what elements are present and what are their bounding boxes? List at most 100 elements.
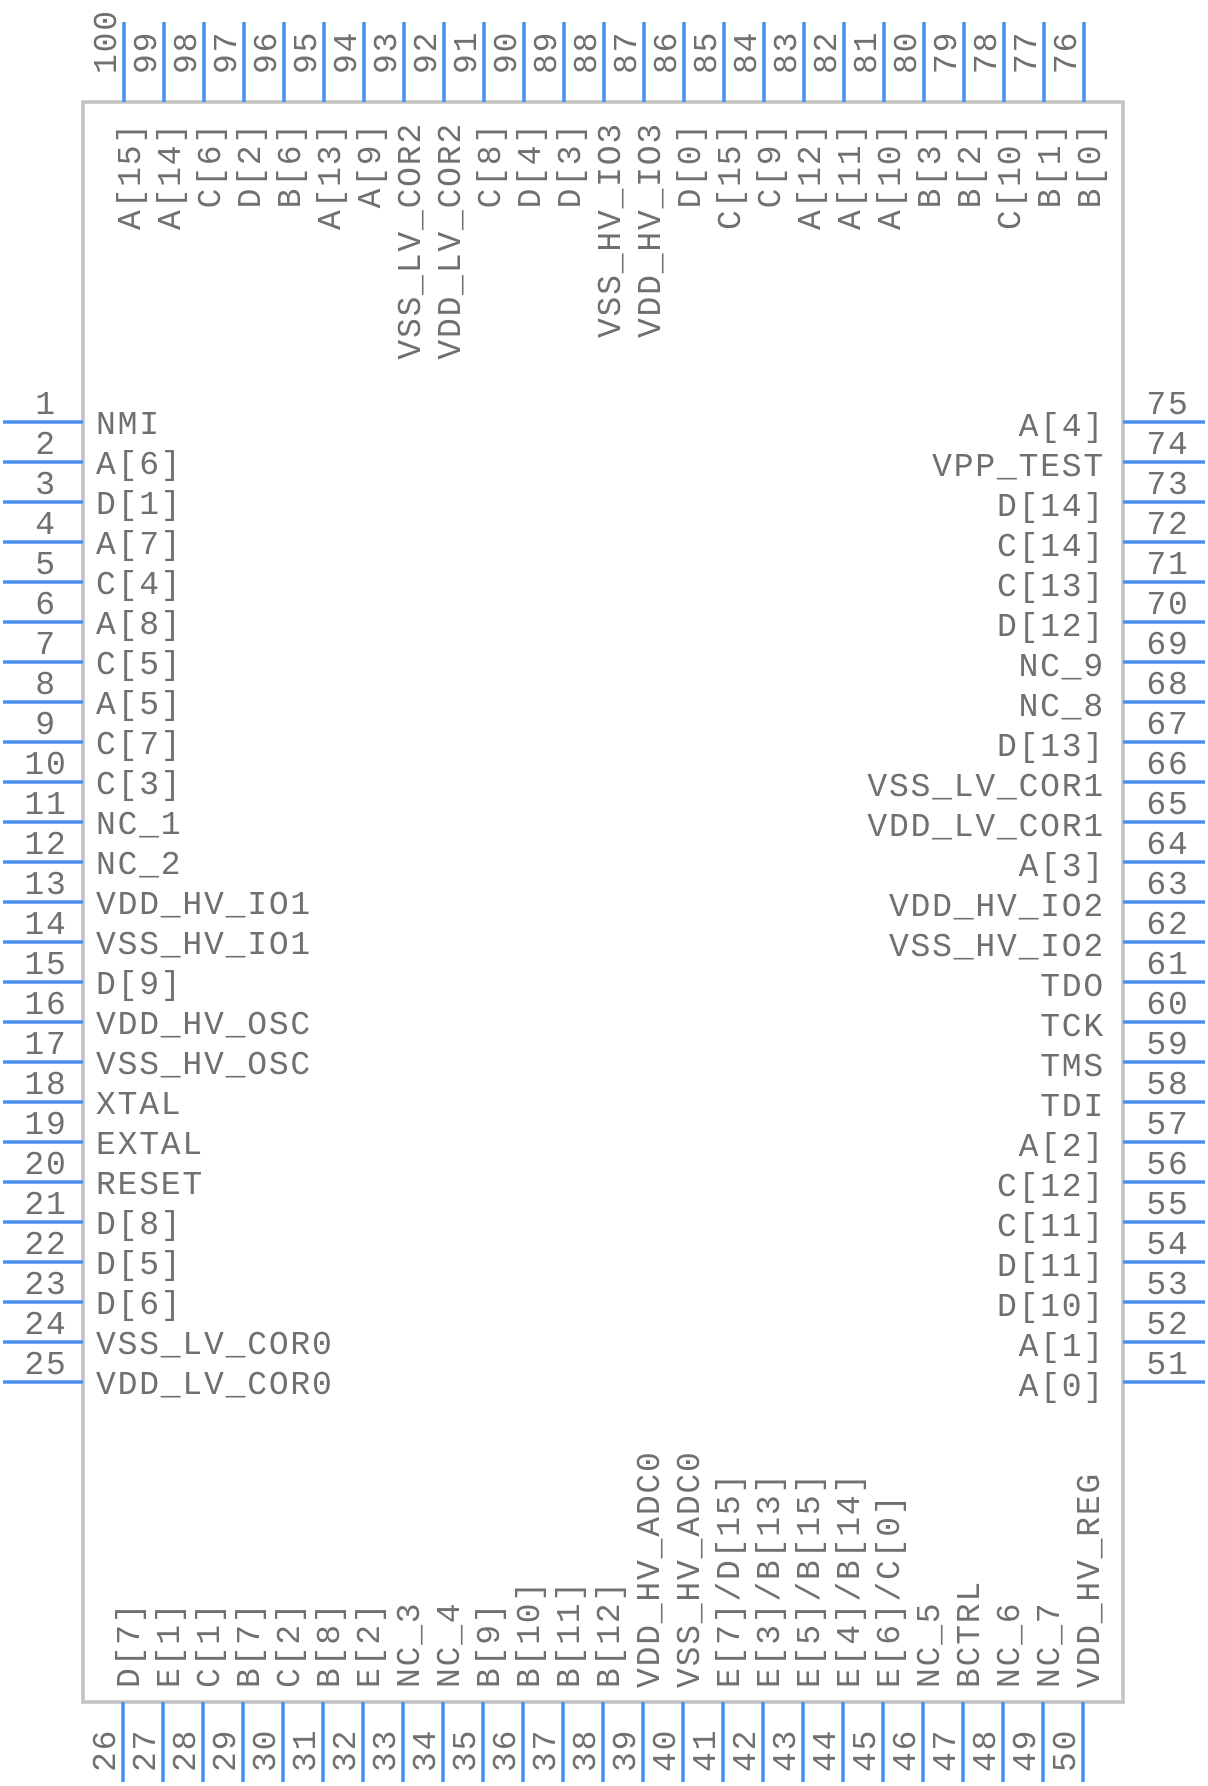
pin-number: 87 <box>609 31 646 74</box>
pin-81: 81A[10] <box>849 22 910 230</box>
pin-name-d-11: D[11] <box>997 1249 1105 1286</box>
bottom-pin-group: 26D[7]27E[1]28C[1]29B[7]30C[2]31B[8]32E[… <box>88 1450 1109 1782</box>
pin-2: 2A[6] <box>3 427 181 484</box>
left-pin-group: 1NMI2A[6]3D[1]4A[7]5C[4]6A[8]7C[5]8A[5]9… <box>3 387 334 1404</box>
pin-name-c-5: C[5] <box>96 647 182 684</box>
pin-name-c-15: C[15] <box>713 122 750 230</box>
pin-number: 30 <box>248 1729 285 1772</box>
pin-name-vdd-hv-osc: VDD_HV_OSC <box>96 1007 312 1044</box>
pin-55: 55C[11] <box>997 1187 1205 1246</box>
pin-85: 85C[15] <box>689 22 750 230</box>
pin-name-a-15: A[15] <box>113 122 150 230</box>
pin-name-d-10: D[10] <box>997 1289 1105 1326</box>
pin-37: 37B[11] <box>528 1580 589 1782</box>
pin-number: 40 <box>648 1729 685 1772</box>
pin-name-d-4: D[4] <box>513 122 550 208</box>
pin-number: 95 <box>289 31 326 74</box>
pin-name-d-14: D[14] <box>997 489 1105 526</box>
pin-name-a-10: A[10] <box>873 122 910 230</box>
pin-number: 55 <box>1146 1187 1189 1224</box>
pin-name-c-7: C[7] <box>96 727 182 764</box>
pin-name-b-0: B[0] <box>1073 122 1110 208</box>
pin-45: 45E[6]/C[0] <box>848 1494 909 1782</box>
pin-number: 71 <box>1146 547 1189 584</box>
pin-number: 64 <box>1146 827 1189 864</box>
pin-name-c-8: C[8] <box>473 122 510 208</box>
pin-82: 82A[11] <box>809 22 870 230</box>
pin-57: 57A[2] <box>1019 1107 1205 1166</box>
pin-name-vss-lv-cor1: VSS_LV_COR1 <box>867 769 1105 806</box>
pin-number: 77 <box>1009 31 1046 74</box>
pin-76: 76B[0] <box>1049 22 1110 208</box>
pin-78: 78C[10] <box>969 22 1030 230</box>
pin-86: 86D[0] <box>649 22 710 208</box>
pin-53: 53D[10] <box>997 1267 1205 1326</box>
pin-number: 44 <box>808 1729 845 1772</box>
pin-name-nc-8: NC_8 <box>1019 689 1105 726</box>
pin-name-d-8: D[8] <box>96 1207 182 1244</box>
pin-name-d-9: D[9] <box>96 967 182 1004</box>
pin-number: 96 <box>249 31 286 74</box>
pin-name-a-1: A[1] <box>1019 1329 1105 1366</box>
pin-51: 51A[0] <box>1019 1347 1205 1406</box>
pin-number: 75 <box>1146 387 1189 424</box>
pin-number: 73 <box>1146 467 1189 504</box>
pin-number: 90 <box>489 31 526 74</box>
pin-number: 29 <box>208 1729 245 1772</box>
pin-number: 52 <box>1146 1307 1189 1344</box>
pin-name-e-4-b-14: E[4]/B[14] <box>832 1472 869 1688</box>
pin-number: 33 <box>368 1729 405 1772</box>
pin-name-c-1: C[1] <box>192 1602 229 1688</box>
pin-name-c-13: C[13] <box>997 569 1105 606</box>
pin-name-nc-3: NC_3 <box>392 1602 429 1688</box>
pin-name-vdd-hv-io3: VDD_HV_IO3 <box>633 122 670 338</box>
pin-number: 18 <box>24 1067 67 1104</box>
pin-number: 72 <box>1146 507 1189 544</box>
pin-number: 67 <box>1146 707 1189 744</box>
pin-name-e-5-b-15: E[5]/B[15] <box>792 1472 829 1688</box>
pin-name-vss-hv-osc: VSS_HV_OSC <box>96 1047 312 1084</box>
pin-name-e-2: E[2] <box>352 1602 389 1688</box>
pin-number: 66 <box>1146 747 1189 784</box>
pin-number: 82 <box>809 31 846 74</box>
pin-number: 24 <box>24 1307 67 1344</box>
pin-number: 25 <box>24 1347 67 1384</box>
pin-number: 22 <box>24 1227 67 1264</box>
pin-name-c-14: C[14] <box>997 529 1105 566</box>
pin-38: 38B[12] <box>568 1580 629 1782</box>
pin-94: 94A[9] <box>329 22 390 208</box>
pin-71: 71C[13] <box>997 547 1205 606</box>
pin-number: 92 <box>409 31 446 74</box>
pin-number: 17 <box>24 1027 67 1064</box>
pin-name-tms: TMS <box>1040 1049 1105 1086</box>
pin-number: 50 <box>1048 1729 1085 1772</box>
pin-name-nc-2: NC_2 <box>96 847 182 884</box>
pin-name-vss-lv-cor0: VSS_LV_COR0 <box>96 1327 334 1364</box>
pin-number: 4 <box>35 507 57 544</box>
pin-name-vss-hv-io2: VSS_HV_IO2 <box>889 929 1105 966</box>
pin-31: 31B[8] <box>288 1602 349 1782</box>
pin-84: 84C[9] <box>729 22 790 208</box>
pin-name-a-5: A[5] <box>96 687 182 724</box>
pin-number: 51 <box>1146 1347 1189 1384</box>
pin-number: 36 <box>488 1729 525 1772</box>
pin-number: 41 <box>688 1729 725 1772</box>
pin-number: 78 <box>969 31 1006 74</box>
pin-number: 6 <box>35 587 57 624</box>
pin-number: 19 <box>24 1107 67 1144</box>
pin-name-a-11: A[11] <box>833 122 870 230</box>
pin-number: 99 <box>129 31 166 74</box>
pin-number: 32 <box>328 1729 365 1772</box>
pin-75: 75A[4] <box>1019 387 1205 446</box>
pin-32: 32 E[2] <box>328 1602 389 1782</box>
